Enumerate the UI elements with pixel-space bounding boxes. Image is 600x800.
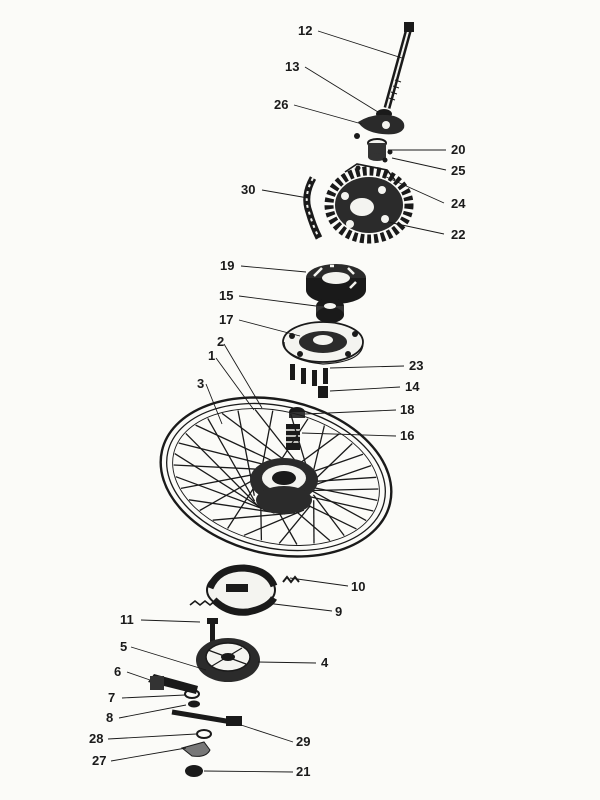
spoke [309,489,367,522]
brake-plate [196,638,260,682]
part-label-20: 20 [451,142,465,157]
bearing [316,298,344,323]
part-label-9: 9 [335,604,342,619]
axle-bolt [383,22,414,109]
spacer-sleeve [367,138,393,163]
part-label-26: 26 [274,97,288,112]
part-label-12: 12 [298,23,312,38]
pivot-cover [180,741,211,757]
axle-nut [185,765,203,777]
part-label-28: 28 [89,731,103,746]
spoke [243,509,305,536]
spoke [175,476,275,514]
chain [303,176,323,240]
part-label-29: 29 [296,734,310,749]
part-number-labels: 12 13 26 20 25 30 24 22 19 15 17 2 1 23 … [89,23,466,779]
hub-studs [290,364,328,386]
part-label-22: 22 [451,227,465,242]
spoke [227,484,257,529]
part-label-27: 27 [92,753,106,768]
spoke [178,442,270,467]
part-label-10: 10 [351,579,365,594]
part-label-8: 8 [106,710,113,725]
spoke [278,505,311,544]
sprocket [324,163,414,244]
part-label-1: 1 [208,348,215,363]
part-label-6: 6 [114,664,121,679]
spoke [306,488,379,492]
spoke [311,464,372,487]
spoke [173,464,262,471]
part-label-11: 11 [120,612,134,627]
part-label-2: 2 [217,334,224,349]
bushing [318,386,328,398]
spoke [185,432,259,507]
brake-lever [148,674,198,694]
cush-drive-rubbers [306,264,366,304]
brake-rod [171,709,242,726]
adjuster-plate [354,109,405,139]
spoke [313,443,353,481]
washer [196,729,212,739]
part-label-3: 3 [197,376,204,391]
return-spring [189,599,216,607]
sprocket-carrier [282,321,364,365]
spoke [311,425,326,476]
part-label-23: 23 [409,358,423,373]
spoke [221,412,291,465]
part-label-25: 25 [451,163,465,178]
part-label-17: 17 [219,312,233,327]
spoke [195,424,280,465]
part-label-21: 21 [296,764,310,779]
part-label-18: 18 [400,402,414,417]
spoke [312,494,345,536]
part-label-19: 19 [220,258,234,273]
brake-shoes [206,564,278,616]
part-label-13: 13 [285,59,299,74]
part-label-16: 16 [400,428,414,443]
part-label-4: 4 [321,655,329,670]
spoke [207,418,256,502]
washers [184,689,200,708]
spoke [254,409,301,467]
part-label-24: 24 [451,196,466,211]
brake-cam [207,618,218,642]
spoke [174,453,266,512]
part-label-15: 15 [219,288,233,303]
part-label-30: 30 [241,182,255,197]
part-label-14: 14 [405,379,420,394]
leader-lines [107,30,447,773]
part-label-7: 7 [108,690,115,705]
spoke [289,413,309,471]
spoked-wheel [159,396,393,558]
part-label-5: 5 [120,639,127,654]
